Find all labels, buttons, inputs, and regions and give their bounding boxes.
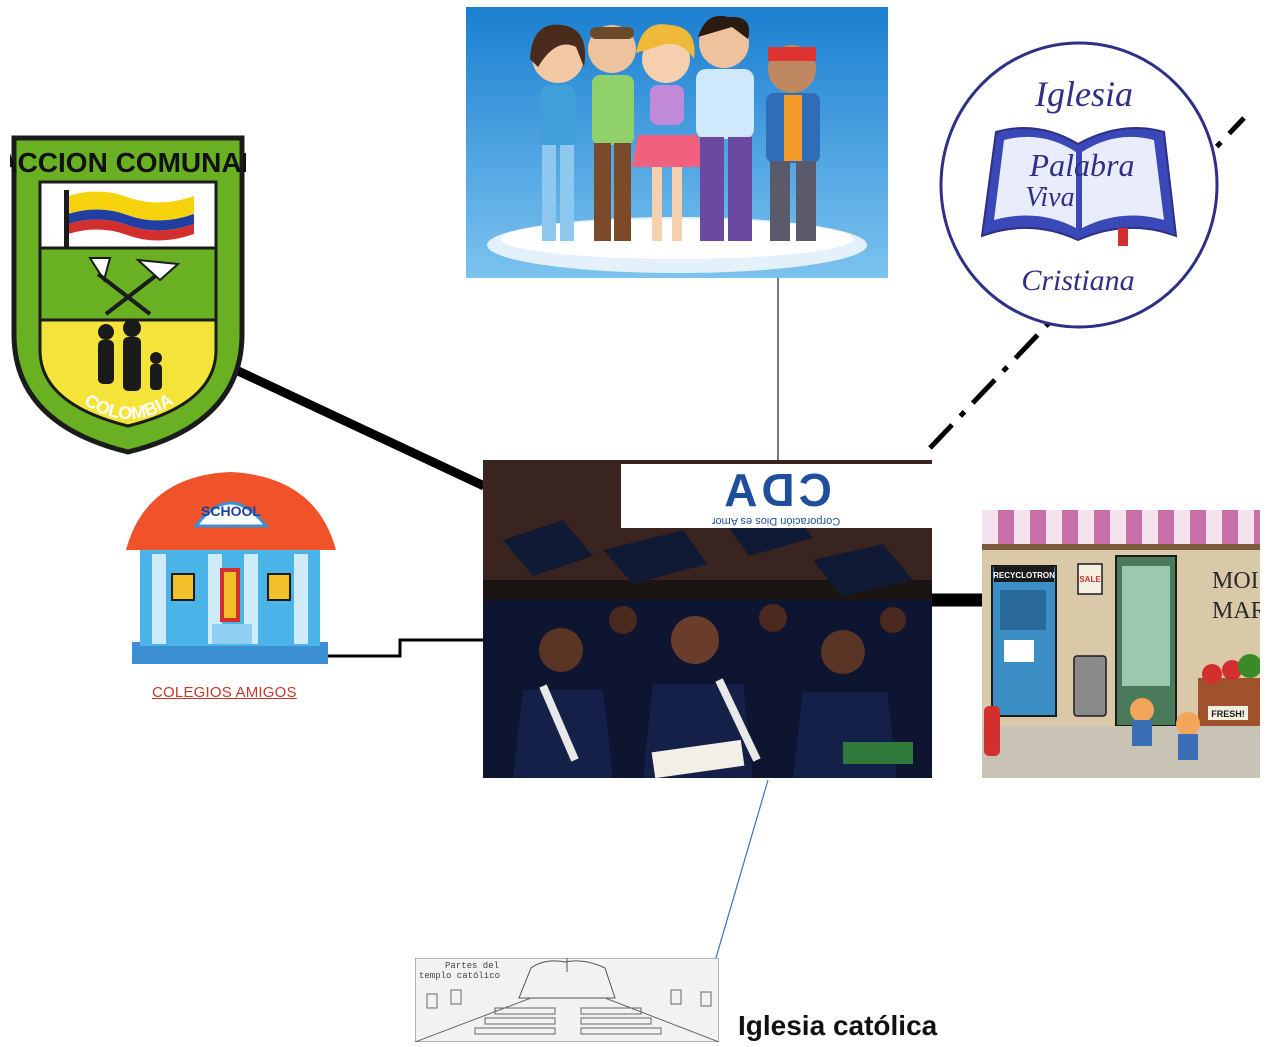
catholic-church-sketch: Partes del templo católico	[414, 957, 720, 1043]
sale-sign: SALE	[1079, 575, 1101, 584]
school-building: SCHOOL	[126, 466, 336, 672]
store-name-2: MAR	[1212, 598, 1260, 624]
accion-comunal-title: ACCION COMUNAL	[10, 147, 246, 178]
iglesia-catolica-label: Iglesia católica	[738, 1010, 938, 1041]
palabra-viva-top: Iglesia	[1034, 74, 1133, 114]
link-accion-comunal	[234, 365, 486, 491]
cda-logo-text: CDA	[720, 464, 832, 516]
sketch-title-1: Partes del	[445, 961, 499, 971]
palabra-viva-bottom: Cristiana	[1021, 264, 1134, 297]
graduation-photo: CDA Corporación Dios es Amor	[483, 460, 932, 778]
youth-group-image	[466, 7, 888, 278]
store-name-1: MOI	[1212, 568, 1259, 594]
recycle-sign: RECYCLOTRON	[993, 571, 1055, 580]
palabra-viva-line2: Viva	[1025, 182, 1074, 213]
colegios-amigos-caption: COLEGIOS AMIGOS	[152, 684, 297, 701]
school-sign: SCHOOL	[201, 503, 261, 519]
link-iglesia-catolica	[705, 779, 769, 993]
fresh-sign: FRESH!	[1211, 709, 1245, 719]
palabra-viva-line1: Palabra	[1029, 147, 1135, 183]
cda-logo: CDA Corporación Dios es Amor	[621, 464, 932, 528]
palabra-viva-logo: Iglesia Palabra Viva Cristiana	[938, 40, 1220, 330]
accion-comunal-shield: ACCION COMUNAL COLOMBIA	[0, 134, 259, 456]
sketch-title-2: templo católico	[419, 971, 500, 981]
market-storefront: RECYCLOTRON SALE MOI MAR FRESH!	[982, 510, 1260, 778]
cda-tagline: Corporación Dios es Amor	[711, 515, 840, 527]
